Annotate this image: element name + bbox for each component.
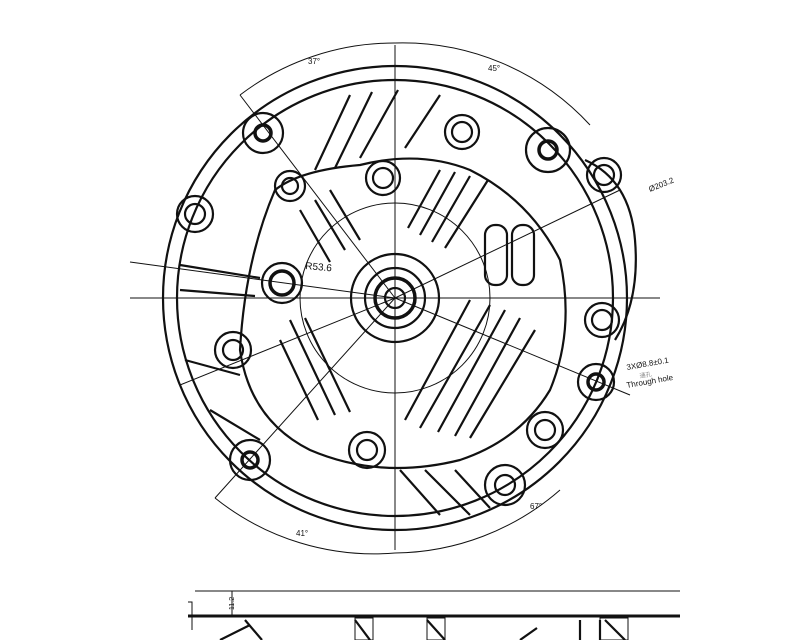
diameter-label: Ø203.2 (647, 175, 675, 193)
section-view (188, 590, 680, 640)
angle-dimension-arcs (214, 42, 591, 555)
angle-label-bottom-left: 41° (296, 529, 308, 538)
mounting-holes (175, 111, 623, 507)
angle-label-top-right: 45° (488, 64, 500, 73)
ribs (179, 89, 536, 516)
hole-spec-label: 3XØ8.8±0.1 (626, 356, 670, 372)
radius-label: R53.6 (305, 261, 333, 274)
angle-label-top-left: 37° (308, 57, 320, 66)
angle-label-bottom-right: 67° (530, 502, 542, 511)
center-lines (129, 45, 660, 550)
section-height-label: 11.2 (229, 597, 236, 610)
housing-outline (161, 64, 637, 532)
hole-note-cn: 通孔 (639, 370, 652, 380)
